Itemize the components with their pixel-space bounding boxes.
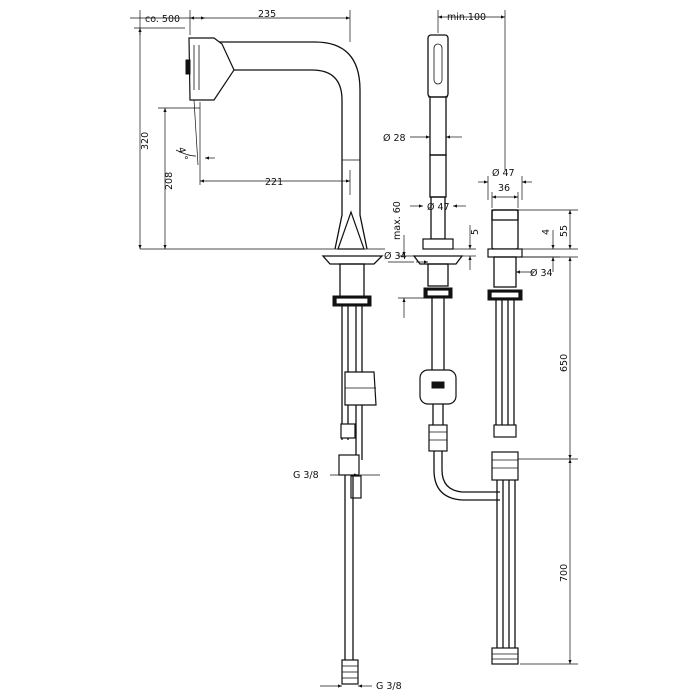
side-lever-body [491, 209, 519, 250]
dim-dia-34-right-label: Ø 34 [530, 268, 553, 279]
thread-lower-label: G 3/8 [376, 681, 402, 692]
dim-height-total-label: 320 [140, 132, 151, 150]
hose-fitting-upper [338, 454, 360, 476]
dim-55-label: 55 [559, 225, 570, 237]
dim-4-label: 4 [541, 229, 552, 235]
spray-head [188, 37, 235, 101]
dim-dia-47-upper-label: Ø 47 [427, 202, 450, 213]
front-view-faucet [412, 34, 500, 501]
front-base [422, 238, 454, 250]
front-hose-fitting [428, 424, 448, 452]
thread-callouts [320, 473, 380, 688]
dim-max-60-label: max. 60 [392, 201, 403, 240]
side-lever-dimensions [478, 176, 578, 665]
dim-angle-label: 4 ° [175, 146, 189, 162]
side-view-faucet [140, 37, 385, 685]
hose-weight [344, 371, 377, 406]
dim-min-clearance-label: min.100 [447, 12, 486, 23]
side-hose-fitting-lower [491, 647, 519, 665]
side-hose-fitting-upper [491, 451, 519, 481]
dim-36-label: 36 [498, 183, 510, 194]
dim-dia-34-left-label: Ø 34 [384, 251, 407, 262]
hose-loop [433, 451, 500, 501]
thread-upper-label: G 3/8 [293, 470, 319, 481]
dim-5-label: 5 [470, 229, 481, 235]
separate-lever-assembly [487, 209, 523, 665]
dim-dia-28-label: Ø 28 [383, 133, 406, 144]
front-view-dimensions [388, 10, 506, 318]
dim-650-label: 650 [559, 354, 570, 372]
dim-spout-reach-label: 221 [265, 177, 283, 188]
base-flange [321, 255, 384, 265]
dim-dia-47-right-label: Ø 47 [492, 168, 515, 179]
dim-700-label: 700 [559, 564, 570, 582]
spray-toggle-button [185, 59, 191, 75]
spout-inner-contour [234, 69, 343, 185]
spout-outer-contour [214, 41, 361, 185]
lever-handle [337, 210, 365, 250]
dim-reach-label: co. 500 [145, 14, 180, 25]
dim-height-outlet-label: 208 [164, 172, 175, 190]
side-view-dimensions [130, 10, 351, 249]
dim-spout-length-label: 235 [258, 9, 276, 20]
